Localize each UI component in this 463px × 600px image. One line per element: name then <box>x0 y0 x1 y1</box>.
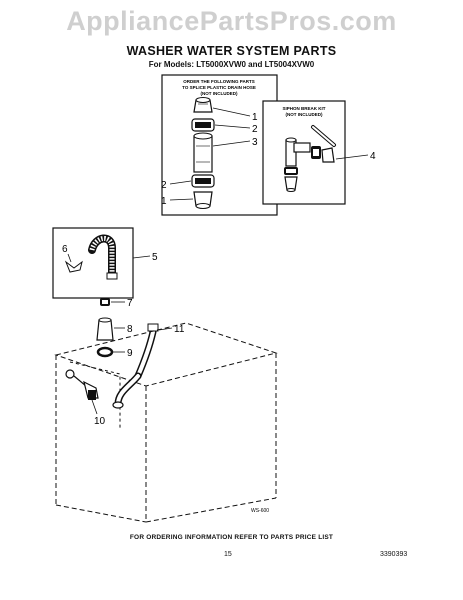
drain-hose-box: 6 5 <box>52 227 158 299</box>
ws-code: WS-600 <box>251 508 269 514</box>
siphon-note-line-2: (NOT INCLUDED) <box>286 112 323 117</box>
hose-section-part-3 <box>193 132 213 173</box>
siphon-break-box: SIPHON BREAK KIT (NOT INCLUDED) 4 <box>262 100 376 205</box>
callout-5: 5 <box>152 252 158 263</box>
callout-2-bottom: 2 <box>161 180 167 191</box>
callout-11: 11 <box>174 324 185 335</box>
internal-drain-pipe <box>112 372 142 409</box>
callout-2-top: 2 <box>252 124 258 135</box>
callout-4: 4 <box>370 151 376 162</box>
callout-1-top: 1 <box>252 112 258 123</box>
callout-10: 10 <box>94 416 106 427</box>
splice-note-line-1: ORDER THE FOLLOWING PARTS <box>183 79 254 84</box>
splice-note-line-2: TO SPLICE PLASTIC DRAIN HOSE <box>182 85 256 90</box>
washer-cabinet <box>54 322 278 523</box>
callout-8: 8 <box>127 324 133 335</box>
splice-parts-box: ORDER THE FOLLOWING PARTS TO SPLICE PLAS… <box>161 74 278 216</box>
callout-7: 7 <box>127 298 133 309</box>
siphon-note-line-1: SIPHON BREAK KIT <box>282 106 325 111</box>
callout-6: 6 <box>62 244 68 255</box>
watermark: AppliancePartsPros.com <box>66 6 397 36</box>
pump-connector-part-10: 10 <box>65 369 106 427</box>
coupling-part-8: 8 <box>96 317 133 341</box>
clamp-part-7: 7 <box>100 298 133 309</box>
clamp-part-2-bottom <box>191 174 215 188</box>
hose-part-11: 11 <box>134 323 185 380</box>
callout-9: 9 <box>127 348 133 359</box>
clamp-part-9: 9 <box>96 346 133 359</box>
callout-1-bottom: 1 <box>161 196 167 207</box>
model-subtitle: For Models: LT5000XVW0 and LT5004XVW0 <box>148 60 315 69</box>
document-part-number: 3390393 <box>380 551 408 558</box>
connector-part-1-bottom <box>193 191 213 209</box>
callout-3: 3 <box>252 137 258 148</box>
page-number: 15 <box>224 551 232 558</box>
connector-part-1-top <box>193 97 213 113</box>
ordering-note: FOR ORDERING INFORMATION REFER TO PARTS … <box>129 534 334 541</box>
page-title: WASHER WATER SYSTEM PARTS <box>126 44 337 58</box>
clamp-part-2-top <box>191 118 215 132</box>
splice-note-line-3: (NOT INCLUDED) <box>201 91 238 96</box>
